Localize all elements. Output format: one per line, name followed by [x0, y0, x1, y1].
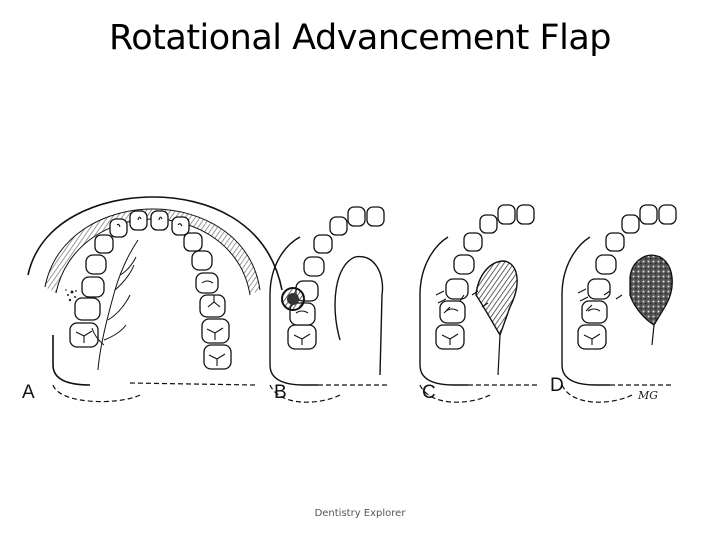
panel-label-a: A: [22, 382, 35, 403]
slide-title: Rotational Advancement Flap: [108, 18, 612, 58]
panel-label-b: B: [274, 382, 287, 403]
panel-label-d: D: [550, 375, 564, 396]
panel-b: B: [269, 206, 390, 403]
panel-a: A: [22, 196, 283, 403]
slide-footer: Dentistry Explorer: [314, 508, 406, 519]
flap-illustration-svg: A B: [22, 196, 677, 403]
panel-c: C: [419, 204, 540, 403]
panel-d: D MG: [550, 204, 677, 403]
flap-illustration: A B: [20, 195, 685, 415]
illustrator-signature: MG: [637, 389, 658, 402]
panel-label-c: C: [422, 382, 436, 403]
